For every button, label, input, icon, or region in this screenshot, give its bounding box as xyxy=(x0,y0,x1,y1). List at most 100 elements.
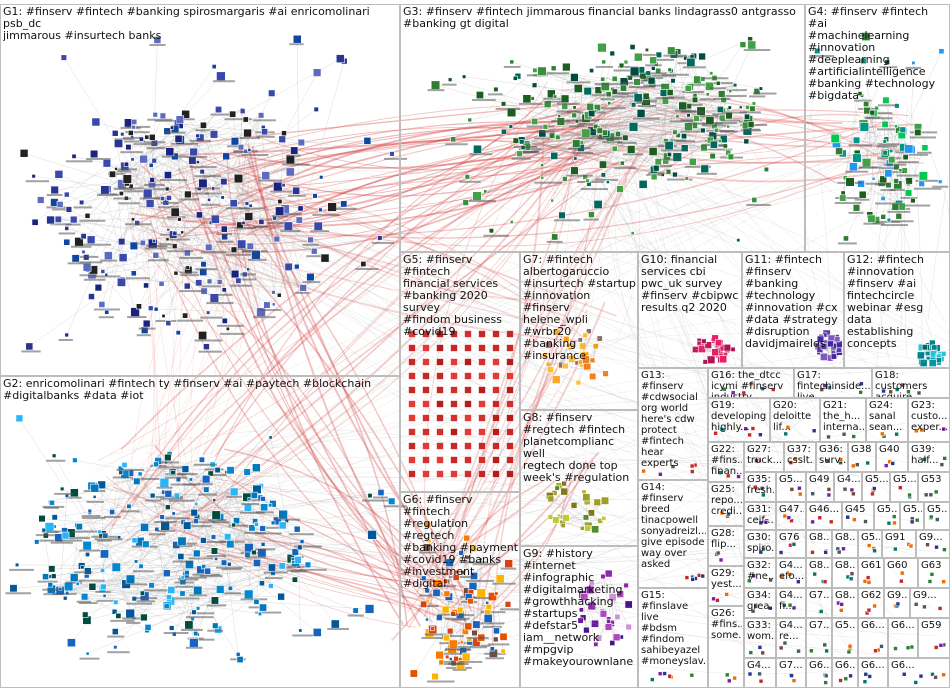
group-box-g57: G5... xyxy=(858,530,882,558)
group-label-g23: G23: custo... exper... xyxy=(911,400,948,433)
group-box-g21: G21: the_h... interna... xyxy=(820,398,866,442)
group-box-g65: G6... xyxy=(888,618,918,658)
group-box-g43: G4... fi... xyxy=(776,588,806,618)
group-box-g91: G91 xyxy=(882,530,916,558)
group-box-g66: G6... xyxy=(806,658,832,688)
group-box-g1: G1: #finserv #fintech #banking spirosmar… xyxy=(0,4,400,376)
group-box-g33: G33: wom... xyxy=(744,618,776,658)
group-label-g32: G32: #ne... xyxy=(747,560,774,582)
group-box-g3: G3: #finserv #fintech jimmarous financia… xyxy=(400,4,805,252)
group-label-g64: G6... xyxy=(861,620,886,631)
group-box-g37: G37: csslt... xyxy=(784,442,816,472)
group-label-g26: G26: #fins... some... xyxy=(711,608,742,641)
group-box-g32: G32: #ne... xyxy=(744,558,776,588)
group-box-g18: G18: customers acquire... xyxy=(872,368,950,398)
group-box-g41: G4... xyxy=(834,472,862,502)
group-box-g79: G7... xyxy=(776,658,806,688)
group-box-g92: G9... xyxy=(884,588,910,618)
group-label-g42: G4... xyxy=(747,660,774,671)
group-label-g7: G7: #fintech albertogaruccio #insurtech … xyxy=(523,254,636,362)
group-box-g62: G62 xyxy=(858,588,884,618)
group-label-g44: G4... re... xyxy=(779,620,804,642)
group-box-g11: G11: #fintech #finserv #banking #technol… xyxy=(742,252,844,368)
group-label-g36: G36: surv... xyxy=(819,444,846,466)
group-label-g48: G4... efo... xyxy=(779,560,804,582)
group-box-g23: G23: custo... exper... xyxy=(908,398,950,442)
group-label-g31: G31: ceif... xyxy=(747,504,774,526)
group-box-g27: G27: truck... xyxy=(744,442,784,472)
group-box-g8: G8: #finserv #regtech #fintech planetcom… xyxy=(520,410,638,546)
group-label-g79: G7... xyxy=(779,660,804,671)
group-box-g10: G10: financial services cbi pwc_uk surve… xyxy=(638,252,742,368)
group-label-g41: G4... xyxy=(837,474,860,485)
group-label-g63: G63 xyxy=(921,560,948,571)
group-box-g20: G20: deloitte lif... xyxy=(770,398,820,442)
group-box-g64: G6... xyxy=(858,618,888,658)
group-box-g61: G61 xyxy=(858,558,884,588)
group-label-g30: G30: spiro... xyxy=(747,532,774,554)
group-label-g2: G2: enricomolinari #fintech ty #finserv … xyxy=(3,378,398,402)
group-label-g91: G91 xyxy=(885,532,914,543)
group-label-g34: G34: grea... xyxy=(747,590,774,612)
group-box-g60: G60 xyxy=(884,558,918,588)
group-box-g99: G9... xyxy=(916,530,950,558)
group-box-g49: G49 xyxy=(806,472,834,502)
group-label-g93: G9... xyxy=(913,590,948,601)
group-label-g13: G13: #finserv #cdwsocial org world here'… xyxy=(641,370,706,469)
group-box-g45: G45 xyxy=(842,502,874,530)
group-label-g40: G40 xyxy=(879,444,906,455)
group-box-g81: G8... xyxy=(832,530,858,558)
group-box-g30: G30: spiro... xyxy=(744,530,776,558)
group-box-g68: G6... xyxy=(858,658,888,688)
group-label-g47: G47... xyxy=(779,504,804,515)
group-box-g44: G4... re... xyxy=(776,618,806,658)
group-label-g58: G5... xyxy=(835,620,856,631)
group-box-g83: G8... xyxy=(832,558,858,588)
group-box-g39: G39: half... xyxy=(908,442,950,472)
group-label-g92: G9... xyxy=(887,590,908,601)
group-box-g56: G5... xyxy=(924,502,950,530)
group-box-g76: G76 xyxy=(776,530,806,558)
group-label-g37: G37: csslt... xyxy=(787,444,814,466)
group-box-g48: G4... efo... xyxy=(776,558,806,588)
group-box-g16: G16: the_dtcc icymi #finserv industry xyxy=(708,368,794,398)
group-label-g8: G8: #finserv #regtech #fintech planetcom… xyxy=(523,412,636,484)
group-box-g36: G36: surv... xyxy=(816,442,848,472)
group-box-g67: G6... xyxy=(832,658,858,688)
group-box-g29: G29: yest... xyxy=(708,566,744,606)
group-box-g52: G5... xyxy=(890,472,918,502)
group-label-g43: G4... fi... xyxy=(779,590,804,612)
group-label-g22: G22: #fins... finan... xyxy=(711,444,742,477)
group-label-g56: G5... xyxy=(927,504,948,515)
group-box-g78: G7... xyxy=(806,618,832,658)
group-label-g69: G6... xyxy=(891,660,948,671)
group-label-g29: G29: yest... xyxy=(711,568,742,590)
group-box-g17: G17: fintechinside... live speaking... xyxy=(794,368,872,398)
group-label-g24: G24: sanal sean... xyxy=(869,400,906,433)
group-label-g25: G25: repo... credi... xyxy=(711,484,742,517)
group-label-g66: G6... xyxy=(809,660,830,671)
group-label-g16: G16: the_dtcc icymi #finserv industry xyxy=(711,370,792,398)
group-label-g59: G59 xyxy=(921,620,948,631)
group-label-g39: G39: half... xyxy=(911,444,948,466)
group-box-g59: G59 xyxy=(918,618,950,658)
group-label-g78: G7... xyxy=(809,620,830,631)
group-box-g31: G31: ceif... xyxy=(744,502,776,530)
group-box-g13: G13: #finserv #cdwsocial org world here'… xyxy=(638,368,708,480)
group-box-g9: G9: #history #internet #infographic #dig… xyxy=(520,546,638,688)
group-box-g5: G5: #finserv #fintech financial services… xyxy=(400,252,520,492)
group-box-g26: G26: #fins... some... xyxy=(708,606,744,688)
group-label-g3: G3: #finserv #fintech jimmarous financia… xyxy=(403,6,803,30)
group-box-g53: G53 xyxy=(918,472,950,502)
group-box-g69: G6... xyxy=(888,658,950,688)
group-box-g93: G9... xyxy=(910,588,950,618)
group-label-g38: G38 xyxy=(851,444,874,455)
group-label-g20: G20: deloitte lif... xyxy=(773,400,818,433)
group-label-g6: G6: #finserv #fintech #regulation #regte… xyxy=(403,494,518,590)
group-label-g17: G17: fintechinside... live speaking... xyxy=(797,370,870,398)
group-label-g60: G60 xyxy=(887,560,916,571)
group-label-g1: G1: #finserv #fintech #banking spirosmar… xyxy=(3,6,398,42)
group-label-g46: G46... xyxy=(809,504,840,515)
group-label-g21: G21: the_h... interna... xyxy=(823,400,864,433)
group-label-g9: G9: #history #internet #infographic #dig… xyxy=(523,548,636,668)
